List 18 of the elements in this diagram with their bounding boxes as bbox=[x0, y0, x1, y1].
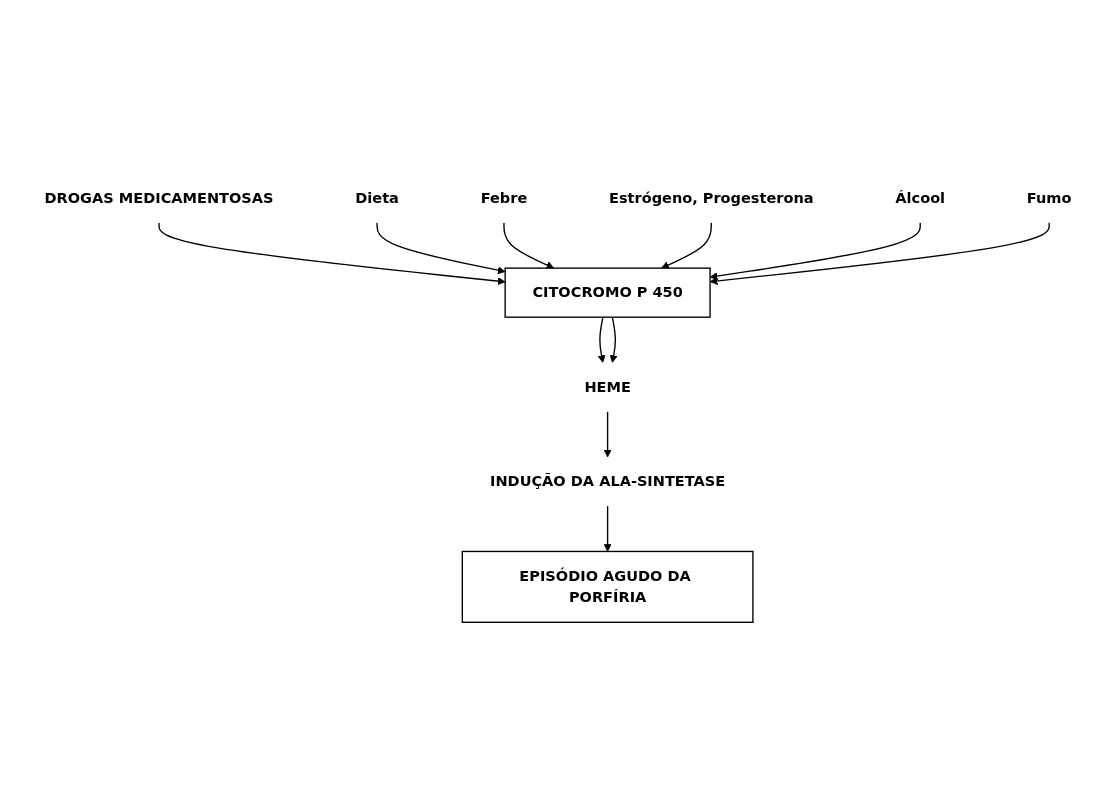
node-text: DROGAS MEDICAMENTOSAS bbox=[44, 189, 274, 207]
arrow bbox=[597, 316, 606, 363]
node-text: Febre bbox=[480, 189, 528, 207]
node-box: CITOCROMO P 450 bbox=[504, 267, 711, 318]
arrow bbox=[158, 222, 506, 286]
arrow bbox=[609, 316, 618, 363]
arrow bbox=[376, 222, 506, 275]
node-text: Álcool bbox=[895, 189, 946, 207]
arrow bbox=[603, 410, 612, 458]
node-text: Estrógeno, Progesterona bbox=[608, 189, 814, 207]
node-text: HEME bbox=[584, 378, 631, 396]
arrow bbox=[661, 222, 712, 269]
node-text: Fumo bbox=[1026, 189, 1072, 207]
arrow bbox=[603, 505, 612, 552]
arrow bbox=[503, 222, 555, 269]
node-text: Dieta bbox=[355, 189, 399, 207]
node-box: EPISÓDIO AGUDO DA PORFÍRIA bbox=[461, 550, 754, 623]
node-text: INDUÇÃO DA ALA-SINTETASE bbox=[490, 472, 726, 490]
